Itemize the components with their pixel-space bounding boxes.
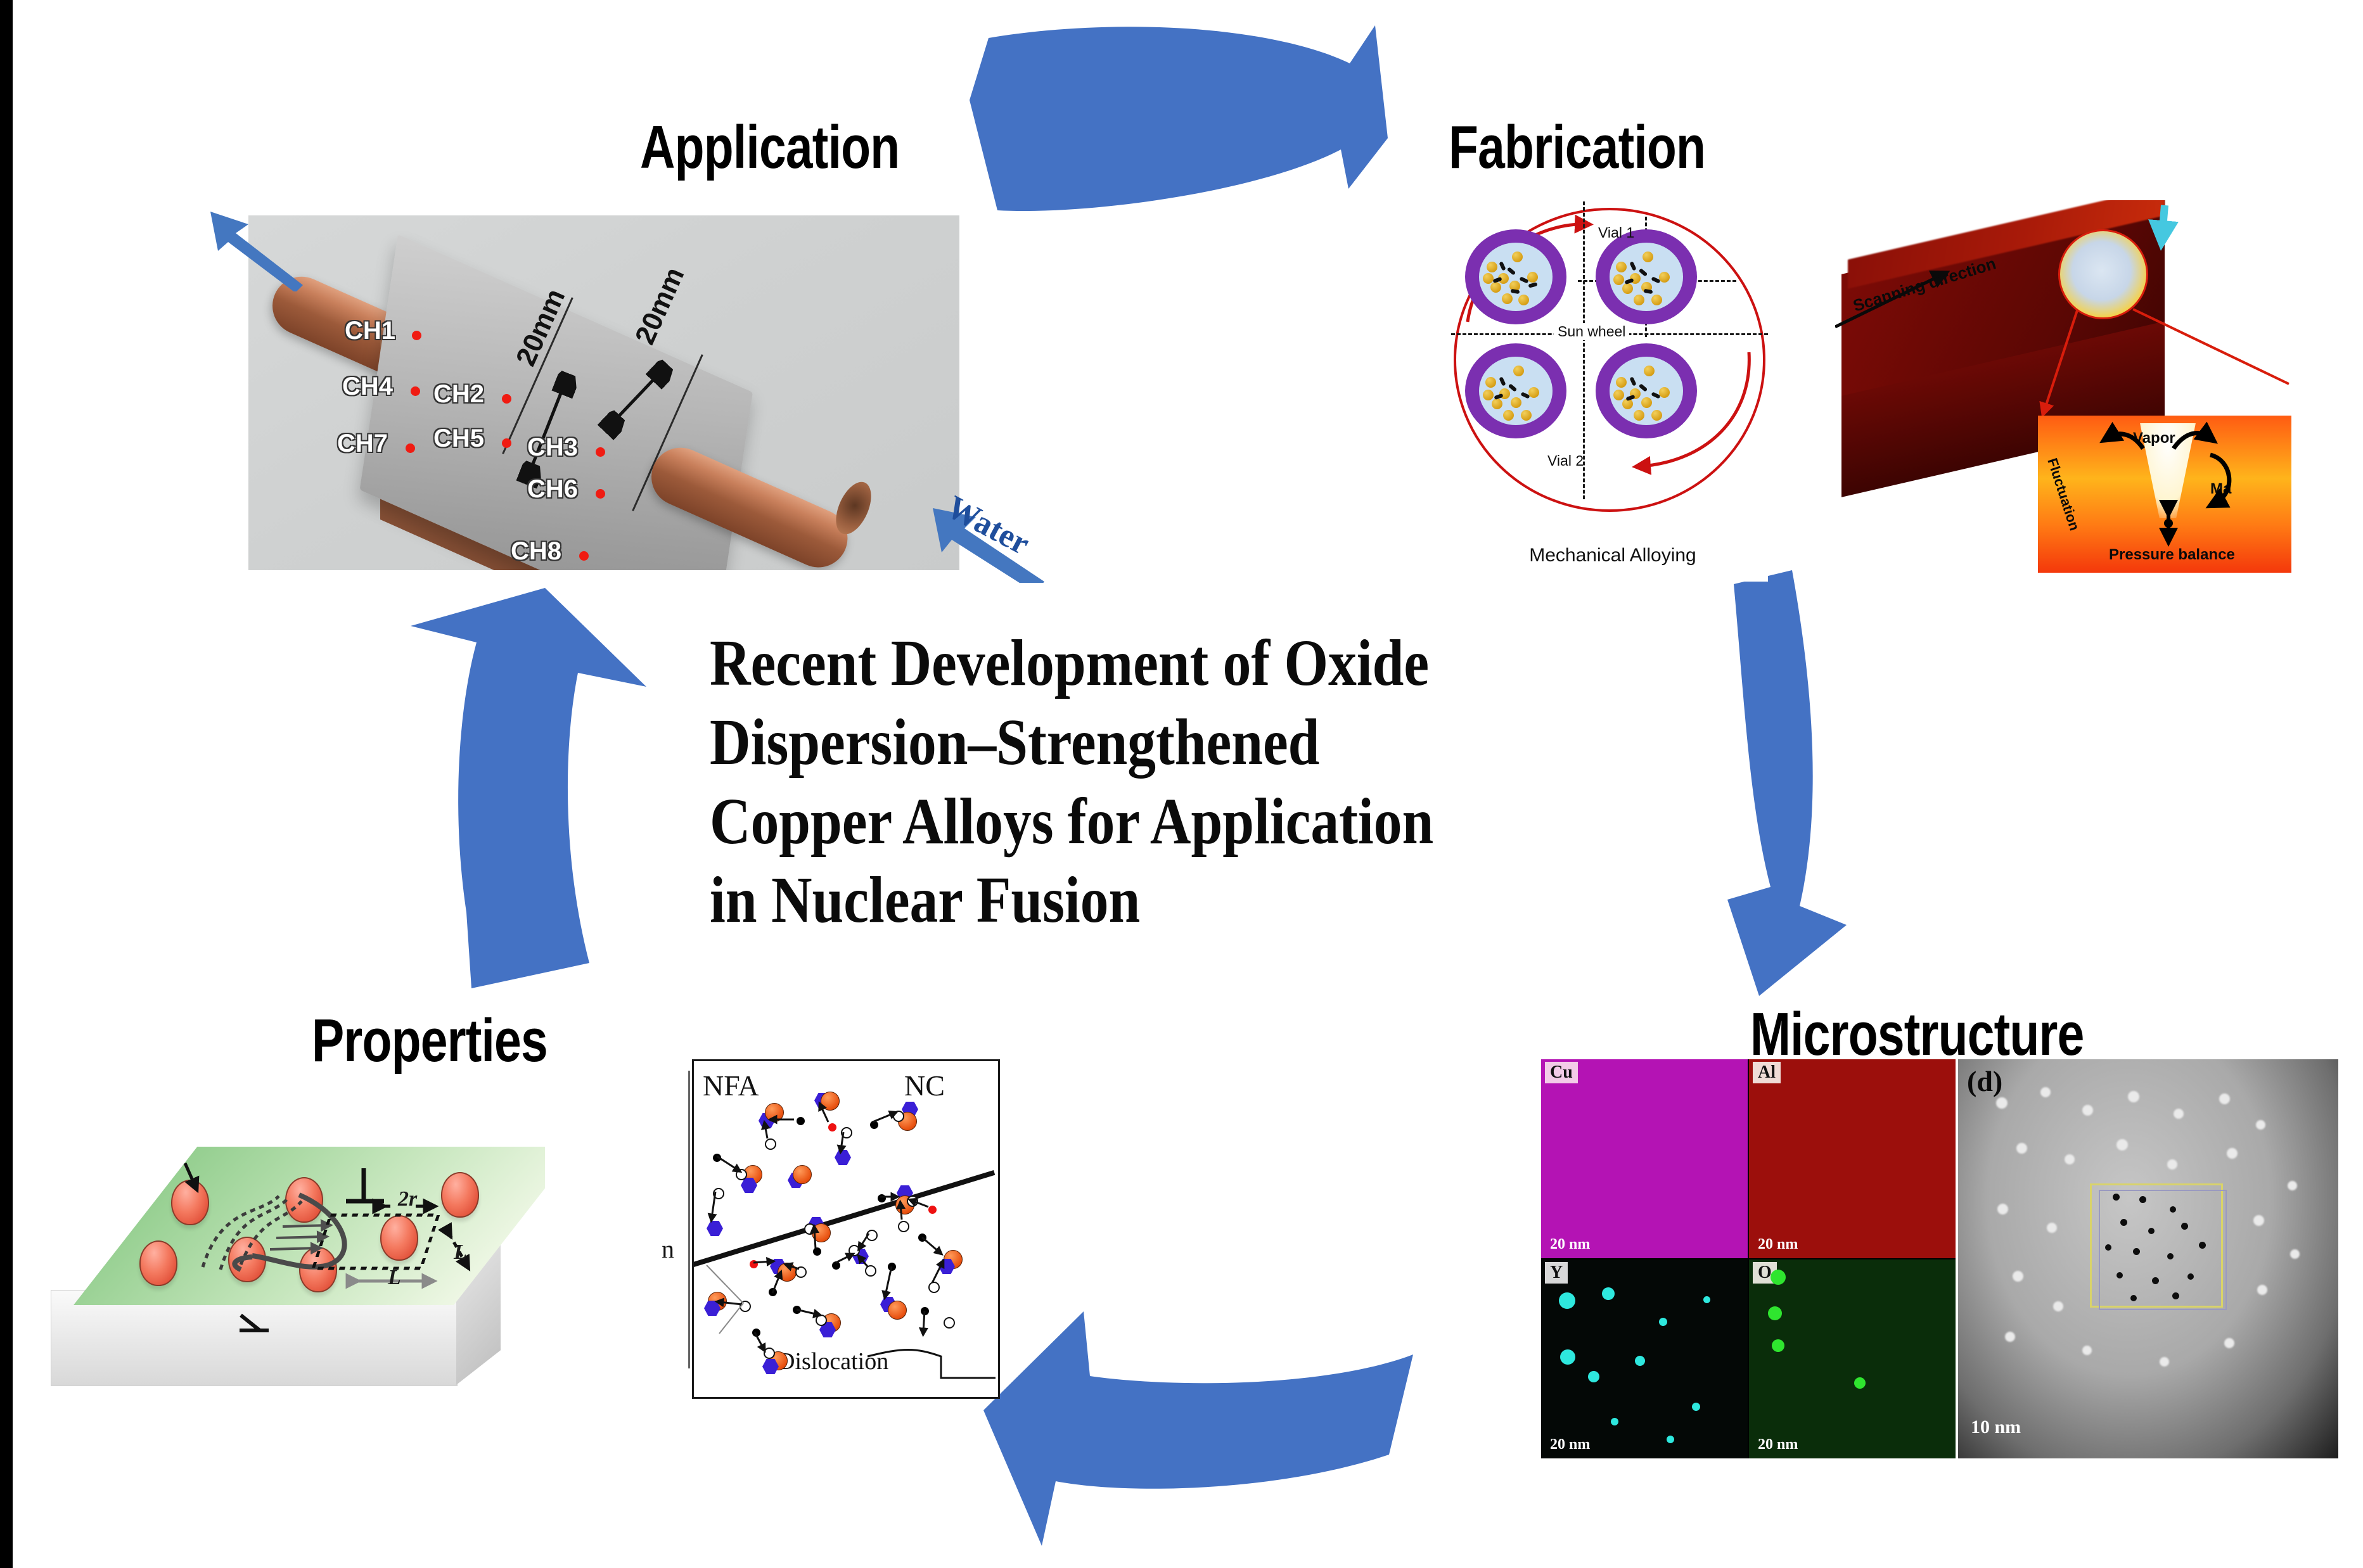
title-line-4: in Nuclear Fusion bbox=[710, 864, 1141, 937]
section-heading-fabrication: Fabrication bbox=[1449, 113, 1706, 181]
vial-2-label: Vial 2 bbox=[1547, 452, 1584, 469]
thermocouple-dot-ch2 bbox=[502, 394, 511, 404]
arrow-fabrication-to-microstructure-icon bbox=[1727, 570, 1847, 996]
dimension-arrows bbox=[362, 279, 806, 494]
orowan-looping-diagram: 2r L L bbox=[51, 1140, 545, 1394]
matrix-block-front bbox=[51, 1290, 458, 1386]
water-outlet-arrow-icon bbox=[210, 212, 303, 291]
section-heading-application: Application bbox=[640, 113, 900, 181]
eds-map-al: Al 20 nm bbox=[1749, 1059, 1956, 1258]
orowan-label-L-right: L bbox=[454, 1240, 467, 1264]
left-edge-strip bbox=[0, 0, 13, 1568]
thermocouple-dot-ch5 bbox=[502, 438, 511, 448]
arrow-microstructure-to-properties-icon bbox=[983, 1311, 1413, 1546]
section-heading-properties: Properties bbox=[312, 1007, 548, 1074]
thermocouple-label-ch5: CH5 bbox=[433, 424, 485, 452]
water-inlet-arrow-icon bbox=[933, 508, 1044, 583]
flow-arrows bbox=[2099, 421, 2232, 547]
dislocation-line-and-measures bbox=[183, 1162, 471, 1332]
title-line-1: Recent Development of Oxide bbox=[710, 627, 1430, 699]
thermocouple-label-ch8: CH8 bbox=[511, 537, 562, 565]
laser-callout-lines bbox=[1835, 205, 2289, 418]
orowan-label-2r: 2r bbox=[398, 1187, 418, 1211]
pressure-balance-label: Pressure balance bbox=[2109, 546, 2235, 563]
axis-vertical bbox=[1583, 201, 1585, 499]
thermocouple-label-ch7: CH7 bbox=[337, 430, 388, 457]
eds-map-y: Y 20 nm bbox=[1541, 1259, 1748, 1458]
thermocouple-dot-ch7 bbox=[406, 443, 415, 453]
dislocation-label: Dislocation bbox=[778, 1348, 889, 1375]
dislocation-map-n-label: n bbox=[662, 1235, 674, 1263]
thermocouple-label-ch2: CH2 bbox=[433, 380, 485, 408]
vial-contents bbox=[1610, 357, 1683, 425]
thermocouple-label-ch4: CH4 bbox=[342, 373, 394, 400]
vial-top-left bbox=[1465, 229, 1566, 324]
laser-melting-diagram: Scanning direction Vapor Fluctuation Ma … bbox=[1835, 200, 2293, 574]
eds-tag-o: O bbox=[1753, 1262, 1777, 1284]
mechanical-alloying-caption: Mechanical Alloying bbox=[1529, 545, 1696, 566]
tem-dark-field-image: (d) 10 nm bbox=[1958, 1059, 2338, 1458]
eds-elemental-maps: Cu 20 nm Al 20 nm Y 20 nm bbox=[1541, 1059, 1956, 1458]
page-title: Recent Development of Oxide Dispersion–S… bbox=[710, 624, 1603, 940]
thermocouple-label-ch1: CH1 bbox=[345, 317, 396, 345]
arrow-application-to-fabrication-icon bbox=[970, 25, 1388, 212]
melt-pool-zoom-circle bbox=[2058, 229, 2148, 319]
vial-contents bbox=[1610, 243, 1683, 311]
vial-1-label: Vial 1 bbox=[1598, 224, 1635, 241]
thermocouple-dot-ch8 bbox=[579, 551, 589, 561]
oxide-particle bbox=[139, 1240, 177, 1286]
thermocouple-dot-ch1 bbox=[412, 331, 421, 340]
eds-tag-cu: Cu bbox=[1545, 1062, 1578, 1083]
vial-bottom-left bbox=[1465, 343, 1566, 438]
oxide-particle bbox=[441, 1172, 479, 1218]
eds-map-cu: Cu 20 nm bbox=[1541, 1059, 1748, 1258]
oxide-particle bbox=[380, 1215, 418, 1261]
thermocouple-label-ch3: CH3 bbox=[527, 433, 579, 461]
thermocouple-label-ch6: CH6 bbox=[527, 475, 579, 503]
eds-map-o: O 20 nm bbox=[1749, 1259, 1956, 1458]
eds-scalebar-cu: 20 nm bbox=[1550, 1236, 1591, 1252]
title-line-2: Dispersion–Strengthened bbox=[710, 705, 1320, 779]
eds-scalebar-al: 20 nm bbox=[1758, 1236, 1798, 1252]
vial-top-right bbox=[1596, 229, 1697, 324]
eds-tag-al: Al bbox=[1753, 1062, 1781, 1083]
sun-wheel-label: Sun wheel bbox=[1554, 323, 1630, 340]
vial-bottom-right bbox=[1596, 343, 1697, 438]
orowan-label-L-bottom: L bbox=[388, 1266, 401, 1289]
nc-label: NC bbox=[904, 1069, 945, 1102]
tem-panel-label: (d) bbox=[1967, 1065, 2003, 1097]
application-photo: 20mm 20mm CH1 CH4 CH2 CH5 CH7 CH3 CH6 CH… bbox=[248, 215, 959, 570]
thermocouple-dot-ch4 bbox=[411, 386, 420, 396]
nfa-label: NFA bbox=[703, 1069, 759, 1102]
eds-scalebar-o: 20 nm bbox=[1758, 1436, 1798, 1453]
keyhole-inset: Vapor Fluctuation Ma Pressure balance bbox=[2038, 416, 2291, 573]
section-heading-microstructure: Microstructure bbox=[1750, 1000, 2084, 1068]
eds-scalebar-y: 20 nm bbox=[1550, 1436, 1591, 1453]
thermocouple-dot-ch3 bbox=[596, 447, 605, 457]
tem-region-of-interest-inner bbox=[2099, 1190, 2227, 1310]
vial-contents bbox=[1479, 243, 1553, 311]
arrow-properties-to-application-icon bbox=[411, 588, 646, 988]
dislocation-map-axis-line bbox=[688, 1071, 690, 1368]
tem-scalebar: 10 nm bbox=[1971, 1417, 2021, 1437]
eds-tag-y: Y bbox=[1545, 1262, 1568, 1284]
tem-region-of-interest bbox=[2090, 1183, 2223, 1308]
dislocation-migration-arrows bbox=[706, 1101, 996, 1379]
vial-contents bbox=[1479, 357, 1553, 425]
title-line-3: Copper Alloys for Application bbox=[710, 784, 1434, 858]
dislocation-map-panel: NFA NC Dislocation bbox=[692, 1059, 1000, 1399]
mechanical-alloying-diagram: Vial 1 Vial 2 Sun wheel bbox=[1451, 201, 1768, 582]
thermocouple-dot-ch6 bbox=[596, 489, 605, 499]
